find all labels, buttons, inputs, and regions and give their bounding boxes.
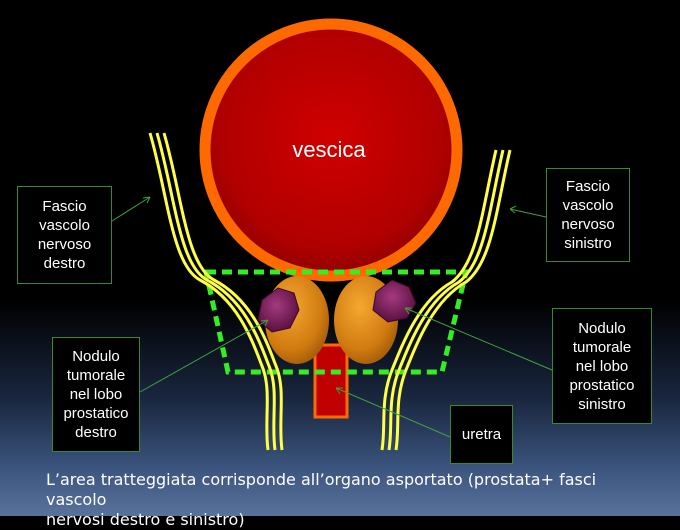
label-line: tumorale — [66, 367, 126, 384]
pointer-fascio-sinistro — [509, 208, 547, 218]
pointer-nodulo-sinistro — [404, 307, 553, 371]
label-line: sinistro — [578, 395, 626, 413]
anatomy-diagram: vescica — [111, 18, 553, 451]
neurovascular-bundle-left — [380, 149, 512, 451]
caption-line-1: L’area tratteggiata corrisponde all’orga… — [46, 470, 597, 509]
label-line: tumorale — [572, 338, 632, 356]
bladder — [199, 18, 463, 282]
label-line: prostatico — [569, 376, 635, 394]
label-line: nervoso — [561, 216, 615, 233]
label-line: Fascio — [565, 178, 611, 195]
label-nodulo-sinistro: Nodulo tumorale nel lobo prostatico sini… — [552, 308, 652, 424]
label-fascio-destro: Fascio vascolo nervoso destro — [17, 186, 112, 284]
pointer-nodulo-destro — [139, 319, 269, 393]
label-fascio-sinistro: Fascio vascolo nervoso sinistro — [546, 168, 630, 262]
label-line: nervoso — [37, 236, 92, 253]
resection-area-outline — [202, 269, 470, 375]
label-line: destro — [75, 424, 117, 441]
label-line: sinistro — [564, 235, 612, 252]
label-line: destro — [43, 255, 86, 272]
label-line: Nodulo — [72, 348, 120, 365]
caption: L’area tratteggiata corrisponde all’orga… — [46, 470, 646, 530]
label-line: nel lobo — [575, 357, 629, 375]
label-line: Fascio — [42, 198, 87, 215]
label-line: prostatico — [63, 405, 129, 422]
label-uretra: uretra — [450, 405, 513, 464]
caption-line-2: nervosi destro e sinistro) — [46, 510, 245, 529]
label-line: uretra — [461, 426, 502, 443]
label-line: Nodulo — [578, 319, 626, 337]
label-nodulo-destro: Nodulo tumorale nel lobo prostatico dest… — [52, 337, 140, 452]
pointer-lines — [111, 196, 553, 438]
neurovascular-bundle-right — [148, 132, 284, 451]
pointer-uretra — [335, 387, 451, 438]
label-line: vascolo — [39, 217, 90, 234]
bladder-label: vescica — [292, 137, 366, 162]
label-line: vascolo — [562, 197, 614, 214]
urethra — [313, 343, 349, 419]
label-line: nel lobo — [69, 386, 123, 403]
tumor-nodule-right — [257, 287, 300, 333]
pointer-fascio-destro — [111, 196, 151, 222]
